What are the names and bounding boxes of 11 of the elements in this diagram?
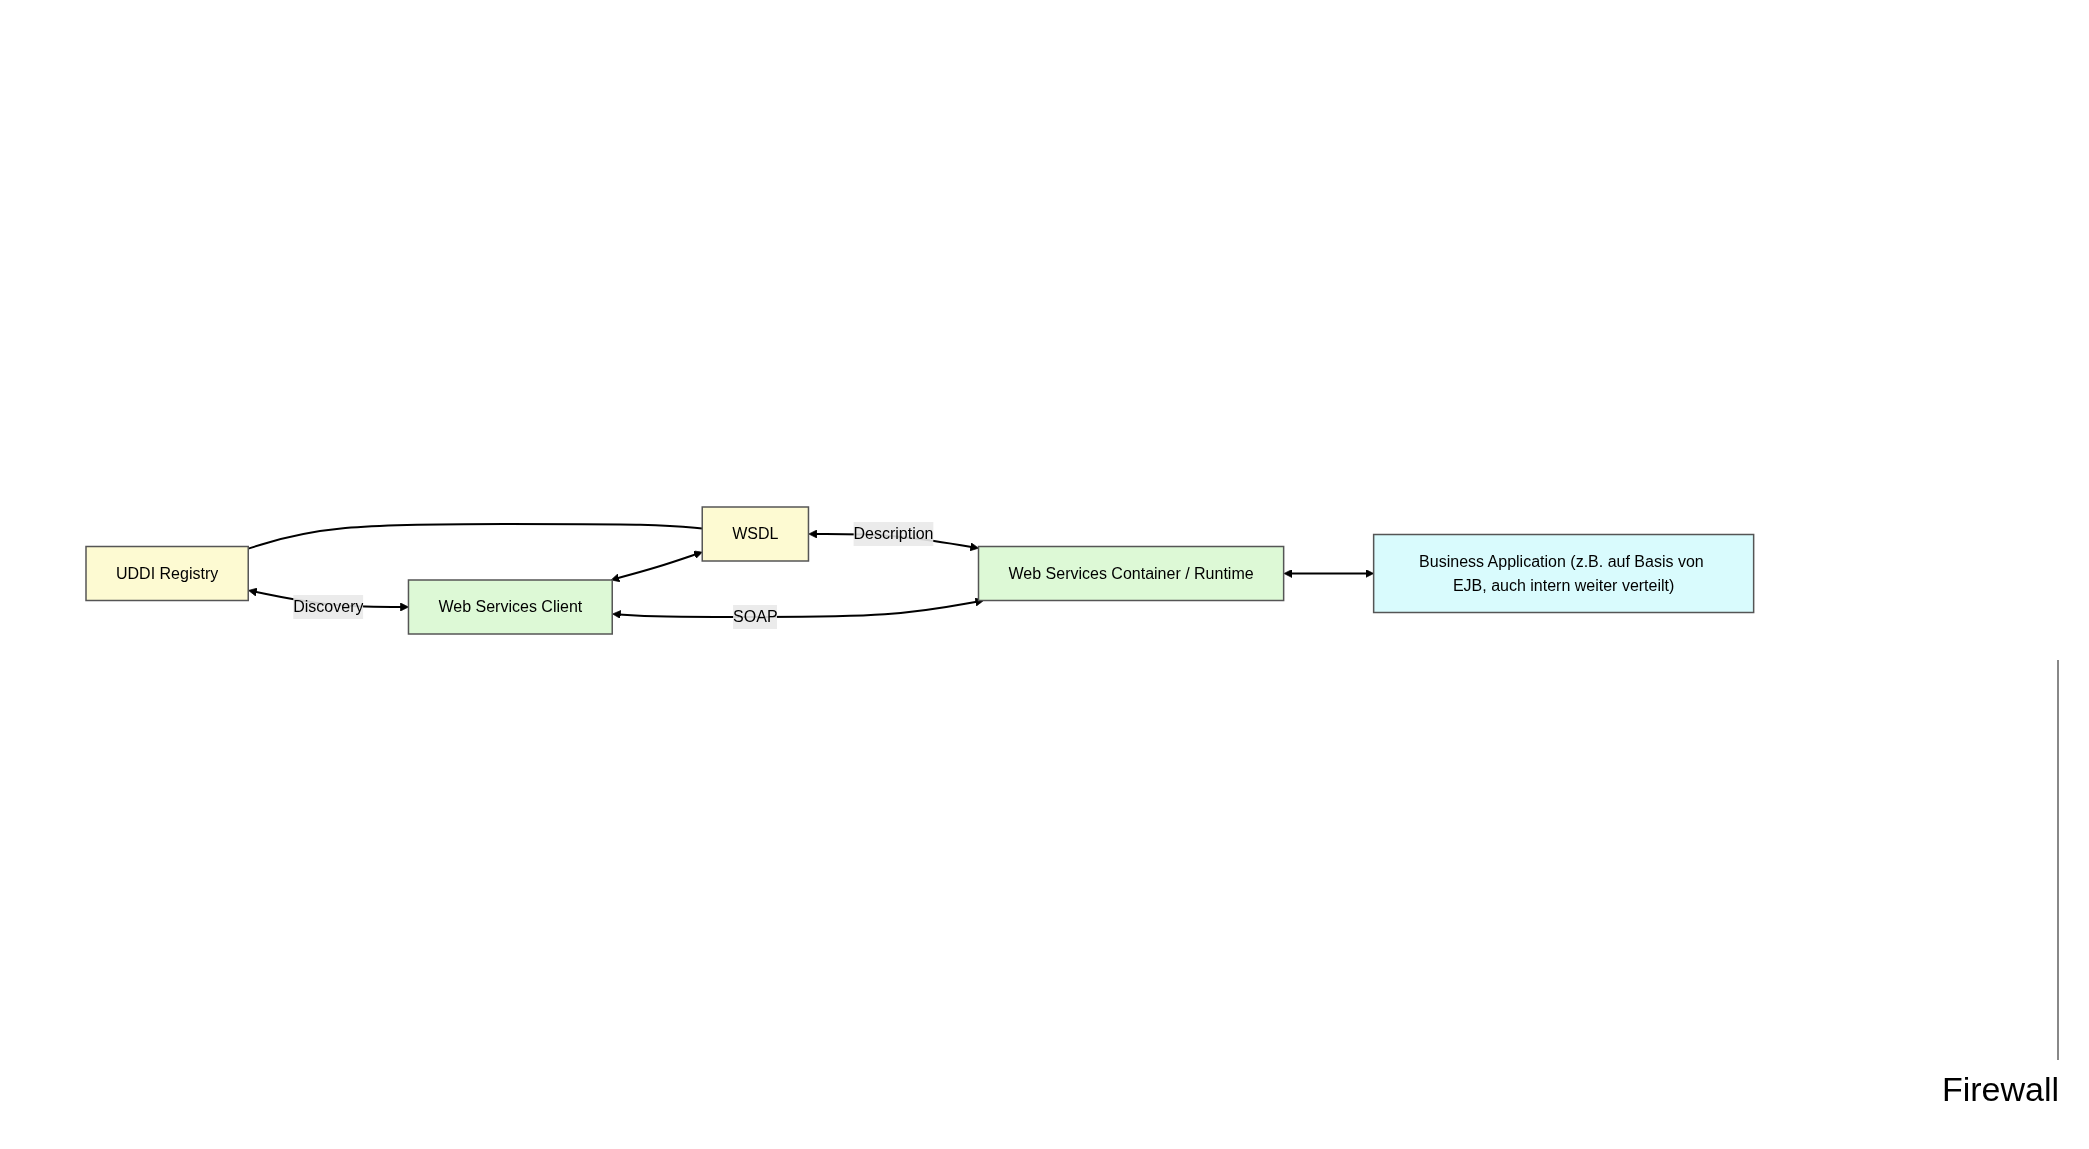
edge-label: Description	[853, 524, 934, 542]
firewall-label: Firewall	[1941, 1070, 2059, 1109]
node-box: Web Services Container / Runtime	[977, 545, 1285, 601]
arrow	[610, 550, 703, 582]
node-box: UDDI Registry	[85, 545, 250, 601]
edge-label: Discovery	[293, 597, 364, 615]
node-box: WSDL	[701, 505, 810, 562]
node-box: Business Application (z.B. auf Basis von EJB, auch intern weiter verteilt)	[1373, 533, 1755, 613]
node-box: Web Services Client	[407, 578, 614, 635]
edge-label: SOAP	[733, 607, 778, 625]
arrow	[612, 597, 985, 619]
